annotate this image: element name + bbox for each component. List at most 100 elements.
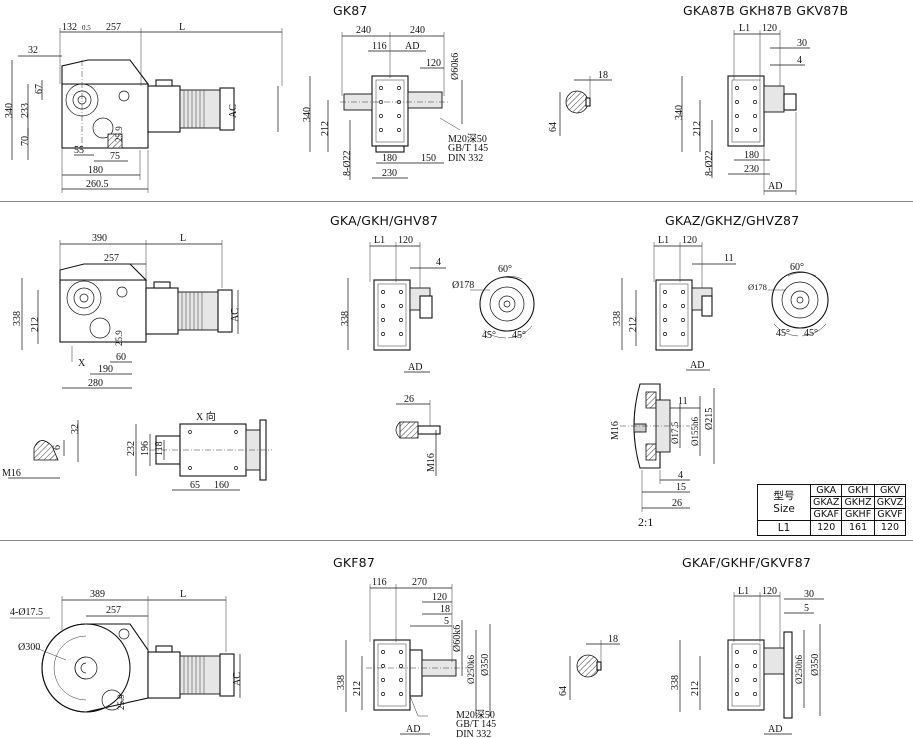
note-din: DIN 332 bbox=[448, 153, 483, 164]
size-table-cell: GKA bbox=[809, 484, 843, 497]
dim-212-c: 212 bbox=[692, 121, 703, 136]
dim-AC-c: AC bbox=[232, 672, 243, 686]
dim-8-22: 8-Ø22 bbox=[342, 150, 353, 176]
dim-232: 232 bbox=[126, 441, 137, 456]
title-gk87: GK87 bbox=[333, 3, 368, 18]
section-divider-bottom bbox=[0, 540, 913, 541]
dim-64: 64 bbox=[548, 122, 559, 132]
dim-120-a: 120 bbox=[762, 23, 777, 34]
size-table-cell: GKHZ bbox=[841, 496, 875, 509]
dim-AC-b: AC bbox=[230, 308, 241, 322]
size-table-l1-value: 161 bbox=[841, 520, 875, 536]
dim-AD-c: AD bbox=[768, 181, 782, 192]
dim-212-b: 212 bbox=[30, 317, 41, 332]
title-gkaz: GKAZ/GKHZ/GHVZ87 bbox=[665, 213, 800, 228]
note-m20-b: M20深50 bbox=[456, 709, 495, 721]
dim-230: 230 bbox=[382, 168, 397, 179]
dim-X: X bbox=[78, 358, 86, 369]
dim-30-b: 30 bbox=[804, 589, 814, 600]
gka-hollow-shaft-circle bbox=[470, 276, 535, 339]
gkaz-front-dims bbox=[621, 242, 736, 371]
dim-120-b: 120 bbox=[398, 235, 413, 246]
dim-180-b: 180 bbox=[382, 153, 397, 164]
dim-75: 75 bbox=[110, 151, 120, 162]
dim-32: 32 bbox=[28, 45, 38, 56]
dim-4-c: 4 bbox=[678, 470, 683, 481]
dim-4-a: 4 bbox=[797, 55, 802, 66]
size-table-l1-value: 120 bbox=[873, 520, 907, 536]
gka-front-dims bbox=[347, 242, 446, 373]
dim-M16-a: M16 bbox=[2, 468, 21, 479]
dim-240-a: 240 bbox=[356, 25, 371, 36]
dim-L-b: L bbox=[180, 233, 186, 244]
gkf-side-view bbox=[41, 623, 235, 713]
dim-300: Ø300 bbox=[18, 642, 40, 653]
dim-250h6: Ø250h6 bbox=[794, 655, 804, 684]
dim-250k6: Ø250k6 bbox=[466, 655, 476, 684]
gka87b-dims bbox=[681, 30, 810, 195]
title-gka-gkh: GKA/GKH/GHV87 bbox=[330, 213, 439, 228]
dim-32-b: 32 bbox=[70, 424, 81, 434]
gkaz-flange-circle bbox=[768, 271, 829, 337]
dim-L1-a: L1 bbox=[739, 23, 750, 34]
dim-18-b: 18 bbox=[440, 604, 450, 615]
shaft-key-section-2 bbox=[569, 640, 620, 700]
shaft-end-detail bbox=[8, 420, 79, 479]
dim-4-17-5: 4-Ø17.5 bbox=[10, 607, 43, 618]
title-gkaf: GKAF/GKHF/GKVF87 bbox=[682, 555, 812, 570]
dim-25-9: 25.9 bbox=[114, 126, 124, 142]
dim-178: Ø178 bbox=[452, 280, 474, 291]
dim-120: 120 bbox=[426, 58, 441, 69]
dim-60k6: Ø60k6 bbox=[450, 53, 461, 80]
dim-25-9-c: 25.9 bbox=[116, 694, 126, 710]
dim-230-c: 230 bbox=[744, 164, 759, 175]
dim-180-c: 180 bbox=[744, 150, 759, 161]
label-x-direction: X 向 bbox=[196, 410, 216, 423]
note-m20: M20深50 bbox=[448, 133, 487, 145]
dim-155h6: Ø155h6 bbox=[690, 417, 700, 446]
dim-30-a: 30 bbox=[797, 38, 807, 49]
dim-118: 118 bbox=[154, 441, 165, 456]
dim-338-e: 338 bbox=[670, 675, 681, 690]
dim-240-b: 240 bbox=[410, 25, 425, 36]
dim-5-b: 5 bbox=[804, 603, 809, 614]
gkaz-front-view bbox=[655, 279, 713, 351]
gka-side-view bbox=[59, 263, 233, 343]
size-table-cell: GKAF bbox=[809, 508, 843, 521]
dim-L1-c: L1 bbox=[658, 235, 669, 246]
dim-338: 338 bbox=[12, 311, 23, 326]
dim-389: 389 bbox=[90, 589, 105, 600]
dim-178-b: Ø178 bbox=[748, 282, 767, 292]
dim-L: L bbox=[179, 22, 185, 33]
dim-25-9-b: 25.9 bbox=[114, 330, 124, 346]
dim-L-c: L bbox=[180, 589, 186, 600]
gk87-front-view bbox=[340, 75, 450, 153]
dim-132: 132 bbox=[62, 22, 77, 33]
scale-2-1: 2:1 bbox=[638, 515, 653, 529]
gkf-side-dims bbox=[10, 596, 241, 698]
dim-120-d: 120 bbox=[432, 592, 447, 603]
x-direction-view bbox=[135, 419, 272, 491]
gka-front-view bbox=[373, 279, 433, 351]
dim-0-5: 0.5 bbox=[82, 24, 91, 32]
dim-340: 340 bbox=[4, 103, 15, 118]
dim-338-d: 338 bbox=[336, 675, 347, 690]
dim-340-c: 340 bbox=[674, 105, 685, 120]
dim-M16-c: M16 bbox=[610, 421, 621, 440]
size-table-cell: GKAZ bbox=[809, 496, 843, 509]
dim-338-c: 338 bbox=[612, 311, 623, 326]
dim-AC: AC bbox=[228, 104, 239, 118]
size-table-cell: GKVZ bbox=[873, 496, 907, 509]
shrink-disc-section bbox=[620, 383, 715, 512]
size-table-cell: GKHF bbox=[841, 508, 875, 521]
gkf-front-dims bbox=[345, 584, 491, 735]
gka87b-view bbox=[727, 75, 797, 147]
dim-196: 196 bbox=[140, 441, 151, 456]
dim-8-22-c: 8-Ø22 bbox=[704, 150, 715, 176]
dim-67: 67 bbox=[34, 84, 45, 94]
dim-45deg-c: 45° bbox=[776, 328, 790, 339]
dim-18-c: 18 bbox=[608, 634, 618, 645]
dim-17-5: Ø17.5 bbox=[670, 421, 680, 444]
dim-120-e: 120 bbox=[762, 586, 777, 597]
